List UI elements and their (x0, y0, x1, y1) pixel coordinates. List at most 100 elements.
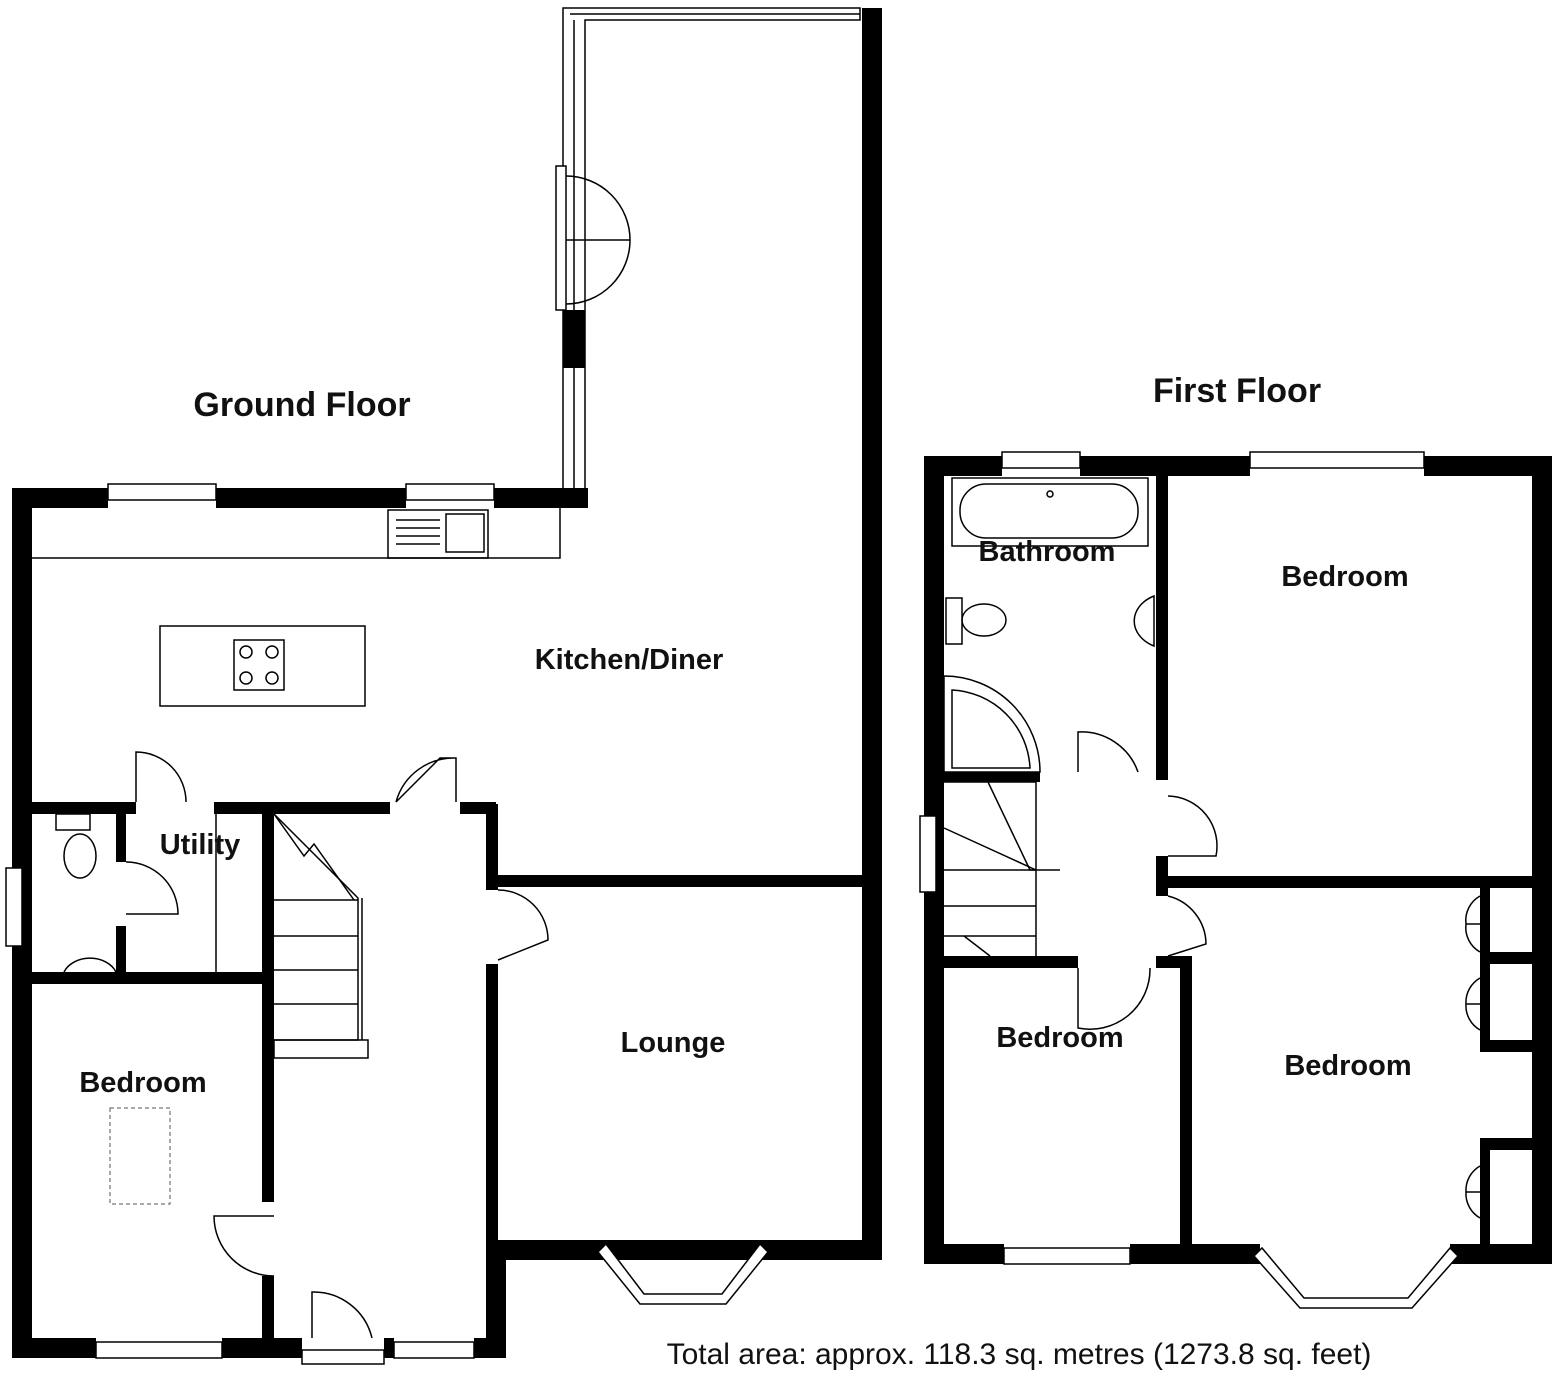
sink-icon (387, 509, 489, 559)
wall (1180, 956, 1192, 1254)
wall (20, 802, 136, 814)
wall (862, 8, 882, 1260)
wall (498, 1240, 882, 1260)
wall (216, 488, 406, 508)
hob-ring (239, 671, 253, 685)
wall (924, 456, 1002, 476)
room-label-kitchen: Kitchen/Diner (535, 644, 724, 676)
wall (1156, 856, 1168, 886)
room-label-bedroom-front-right: Bedroom (1284, 1050, 1411, 1082)
ground-floor-title: Ground Floor (193, 386, 410, 424)
wall (116, 802, 126, 862)
window (95, 1341, 223, 1359)
room-label-bathroom: Bathroom (979, 536, 1116, 568)
front-door (311, 1291, 373, 1339)
wall (1130, 1244, 1260, 1264)
door (1167, 895, 1207, 957)
first-floor: First Floor Bathroom Bedroom Bedroom Bed… (919, 372, 1552, 1309)
wall (1480, 1040, 1540, 1052)
door (135, 751, 187, 803)
window (5, 867, 23, 947)
door (497, 889, 549, 961)
bay-window (596, 1242, 770, 1305)
wall (1480, 952, 1540, 964)
door (1077, 731, 1139, 773)
wall (1480, 1150, 1490, 1250)
wall (20, 972, 274, 984)
kitchen-island (159, 625, 366, 707)
wall (1156, 476, 1168, 780)
wall (486, 1240, 506, 1358)
room-label-bedroom-front-left: Bedroom (996, 1022, 1123, 1054)
patio-door-frame (555, 165, 567, 311)
door (1167, 795, 1218, 857)
bath-icon (951, 477, 1149, 547)
door (395, 757, 457, 803)
basin-icon (63, 957, 117, 973)
first-floor-title: First Floor (1153, 372, 1321, 410)
wall (460, 802, 496, 814)
hob-ring (239, 645, 253, 659)
wall (474, 1338, 504, 1358)
cistern (55, 813, 91, 831)
hob-ring (265, 671, 279, 685)
front-door-step (301, 1349, 385, 1365)
room-label-lounge: Lounge (621, 1027, 726, 1059)
wall (384, 1338, 394, 1358)
skylight (109, 1107, 171, 1205)
room-label-bedroom-rear: Bedroom (1281, 561, 1408, 593)
ground-floor: Ground Floor Kitchen/Diner Utility Loung… (5, 7, 882, 1365)
wall (262, 1276, 274, 1356)
wall (1156, 876, 1540, 888)
toilet-icon (945, 597, 1007, 645)
wardrobe-door (1465, 895, 1481, 953)
wall (1450, 1244, 1552, 1264)
room-label-utility: Utility (160, 829, 241, 861)
wall (1424, 456, 1552, 476)
window (919, 815, 937, 893)
wall (924, 1244, 1004, 1264)
wall (486, 964, 498, 1254)
wall (1080, 456, 1250, 476)
wall (1480, 886, 1490, 956)
wall (486, 804, 498, 890)
window (405, 483, 495, 501)
sink-bowl (445, 513, 485, 553)
shower-icon (943, 675, 1041, 773)
wall (1156, 886, 1168, 896)
glazed-wall-line (570, 13, 860, 498)
worktop (32, 508, 561, 559)
window (107, 483, 217, 501)
door (213, 1215, 275, 1277)
wall (116, 926, 126, 982)
window (1003, 1247, 1131, 1265)
door (1077, 967, 1151, 1030)
drainer (396, 519, 440, 545)
wall (1532, 456, 1552, 1264)
bay-window (1252, 1246, 1460, 1309)
wall (1480, 1138, 1540, 1150)
patio-door (565, 175, 631, 305)
stairs-icon (273, 813, 369, 1059)
wardrobe-door (1465, 1165, 1481, 1219)
total-area-label: Total area: approx. 118.3 sq. metres (12… (667, 1338, 1372, 1371)
room-label-bedroom: Bedroom (79, 1067, 206, 1099)
wall (944, 956, 1078, 968)
wall (1480, 964, 1490, 1048)
wall (12, 488, 108, 508)
window (1001, 451, 1081, 469)
wall (12, 1338, 96, 1358)
wall (494, 875, 874, 887)
toilet-icon (63, 833, 97, 879)
stairs-icon (943, 781, 1060, 957)
window (1249, 451, 1425, 469)
wall (944, 772, 1040, 782)
hob-ring (265, 645, 279, 659)
wall (262, 802, 274, 1202)
window (393, 1341, 475, 1359)
wall (214, 802, 390, 814)
wardrobe-door (1465, 977, 1481, 1031)
wall (494, 488, 588, 508)
door (125, 861, 179, 915)
